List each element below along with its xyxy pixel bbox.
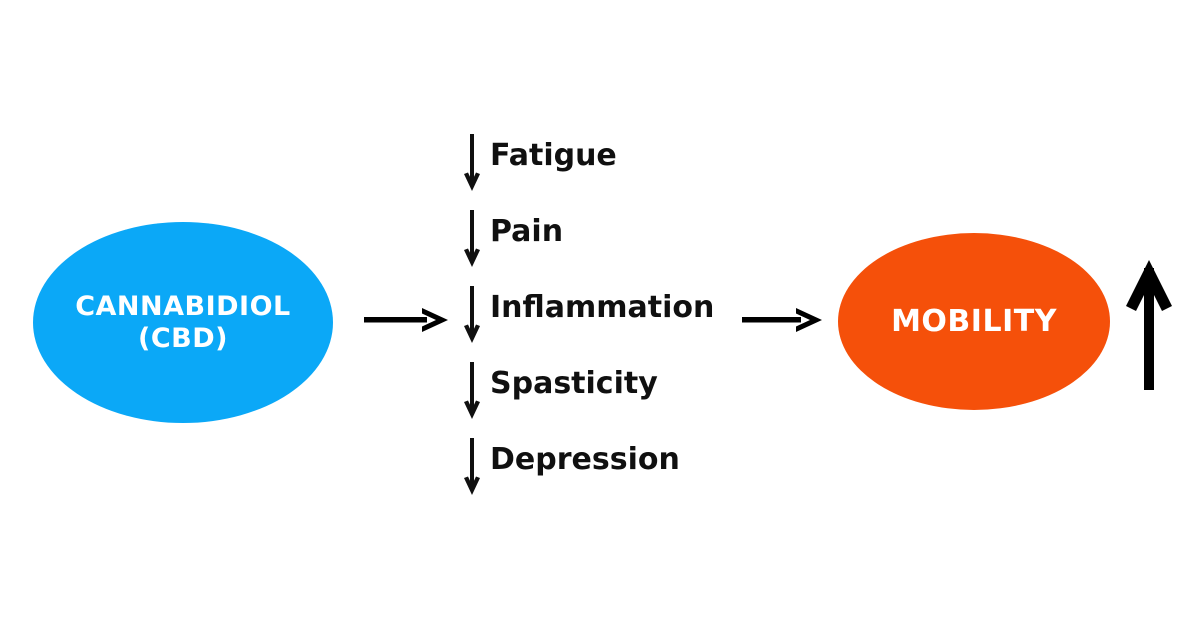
connector-arrow-effects-to-mobility	[742, 300, 824, 340]
effect-label: Fatigue	[490, 138, 617, 173]
node-cannabidiol-label-line2: (CBD)	[138, 322, 228, 354]
down-arrow-icon	[464, 210, 480, 267]
effect-item-spasticity: Spasticity	[462, 360, 658, 422]
effects-list: Fatigue Pain Inflammation Spasticity	[462, 132, 752, 512]
effect-item-inflammation: Inflammation	[462, 284, 714, 346]
up-arrow-icon	[1124, 258, 1174, 390]
effect-label: Spasticity	[490, 366, 658, 401]
node-mobility-label: MOBILITY	[891, 304, 1057, 339]
down-arrow-icon	[464, 134, 480, 191]
right-arrow-icon	[742, 308, 822, 332]
node-cannabidiol: CANNABIDIOL (CBD)	[33, 222, 333, 423]
effect-item-pain: Pain	[462, 208, 563, 270]
right-arrow-icon	[364, 308, 448, 332]
effect-label: Pain	[490, 214, 564, 249]
node-mobility: MOBILITY	[838, 233, 1110, 410]
node-cannabidiol-label-line1: CANNABIDIOL	[75, 290, 291, 322]
effect-item-fatigue: Fatigue	[462, 132, 617, 194]
effect-item-depression: Depression	[462, 436, 680, 498]
connector-arrow-cbd-to-effects	[364, 300, 450, 340]
down-arrow-icon	[464, 286, 480, 343]
down-arrow-icon	[464, 362, 480, 419]
down-arrow-icon	[464, 438, 480, 495]
effect-label: Depression	[490, 442, 680, 477]
effect-label: Inflammation	[490, 290, 715, 325]
